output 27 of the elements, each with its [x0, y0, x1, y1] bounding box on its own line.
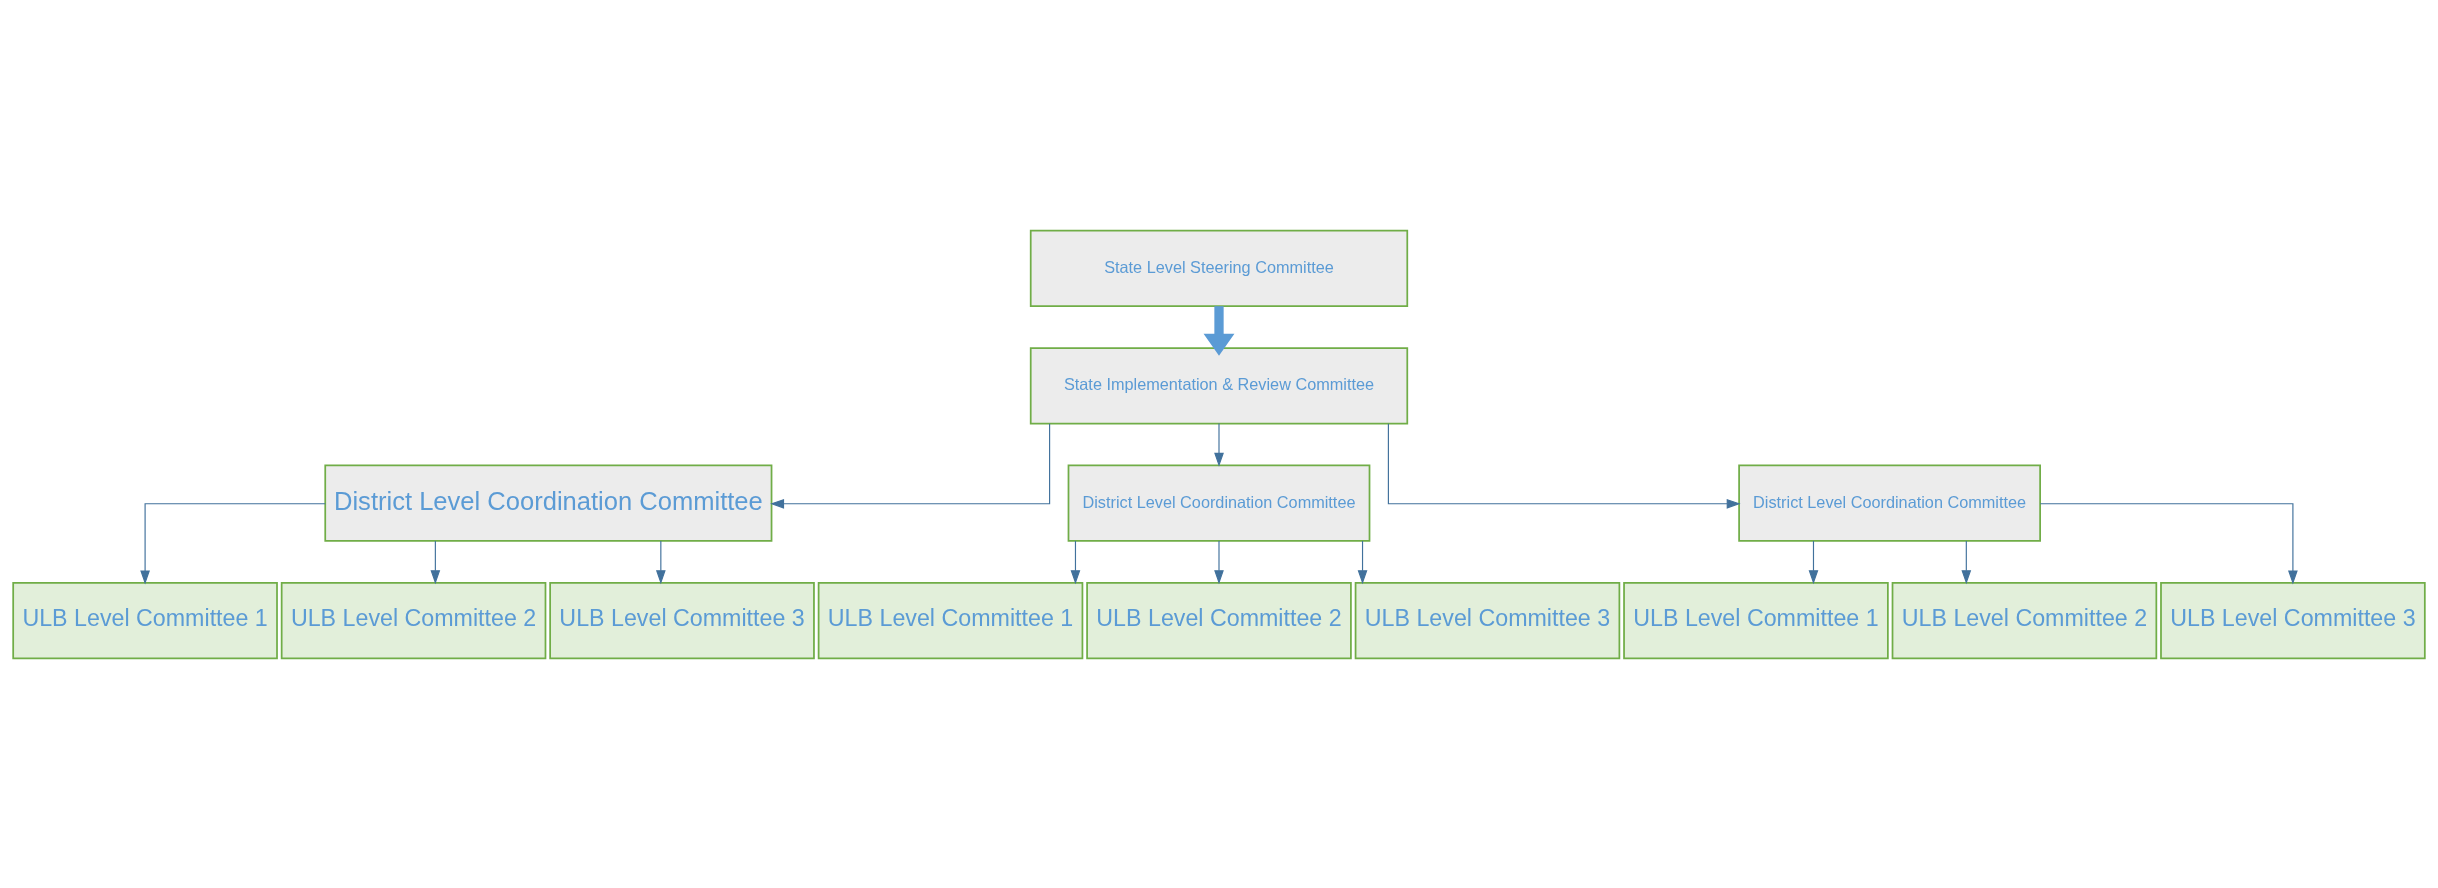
arrow: [1387, 422, 1741, 509]
arrow: [430, 539, 441, 584]
arrow: [1203, 305, 1235, 356]
node-box: District Level Coordination Committee: [1738, 464, 2041, 542]
node-box: ULB Level Committee 3: [1354, 581, 1621, 659]
node-box: ULB Level Committee 2: [1086, 581, 1352, 659]
arrow: [1961, 539, 1972, 584]
node-box: District Level Coordination Committee: [324, 464, 773, 542]
arrow: [1214, 422, 1224, 467]
node-box: ULB Level Committee 2: [1891, 581, 2158, 659]
node-box: ULB Level Committee 3: [2160, 581, 2426, 659]
arrow: [770, 422, 1051, 509]
node-box: District Level Coordination Committee: [1067, 464, 1371, 542]
arrow: [1808, 539, 1819, 584]
node-box: ULB Level Committee 1: [1623, 581, 1889, 659]
arrow: [655, 539, 666, 584]
arrow: [1357, 539, 1368, 584]
arrow: [1214, 539, 1224, 584]
arrow: [1070, 539, 1081, 584]
node-box: ULB Level Committee 1: [817, 581, 1084, 659]
node-box: State Level Steering Committee: [1029, 229, 1409, 307]
node-box: ULB Level Committee 2: [280, 581, 547, 659]
node-box: State Implementation & Review Committee: [1029, 346, 1409, 424]
arrow: [2039, 502, 2298, 584]
arrow: [140, 502, 326, 584]
node-box: ULB Level Committee 1: [12, 581, 278, 659]
node-box: ULB Level Committee 3: [549, 581, 815, 659]
